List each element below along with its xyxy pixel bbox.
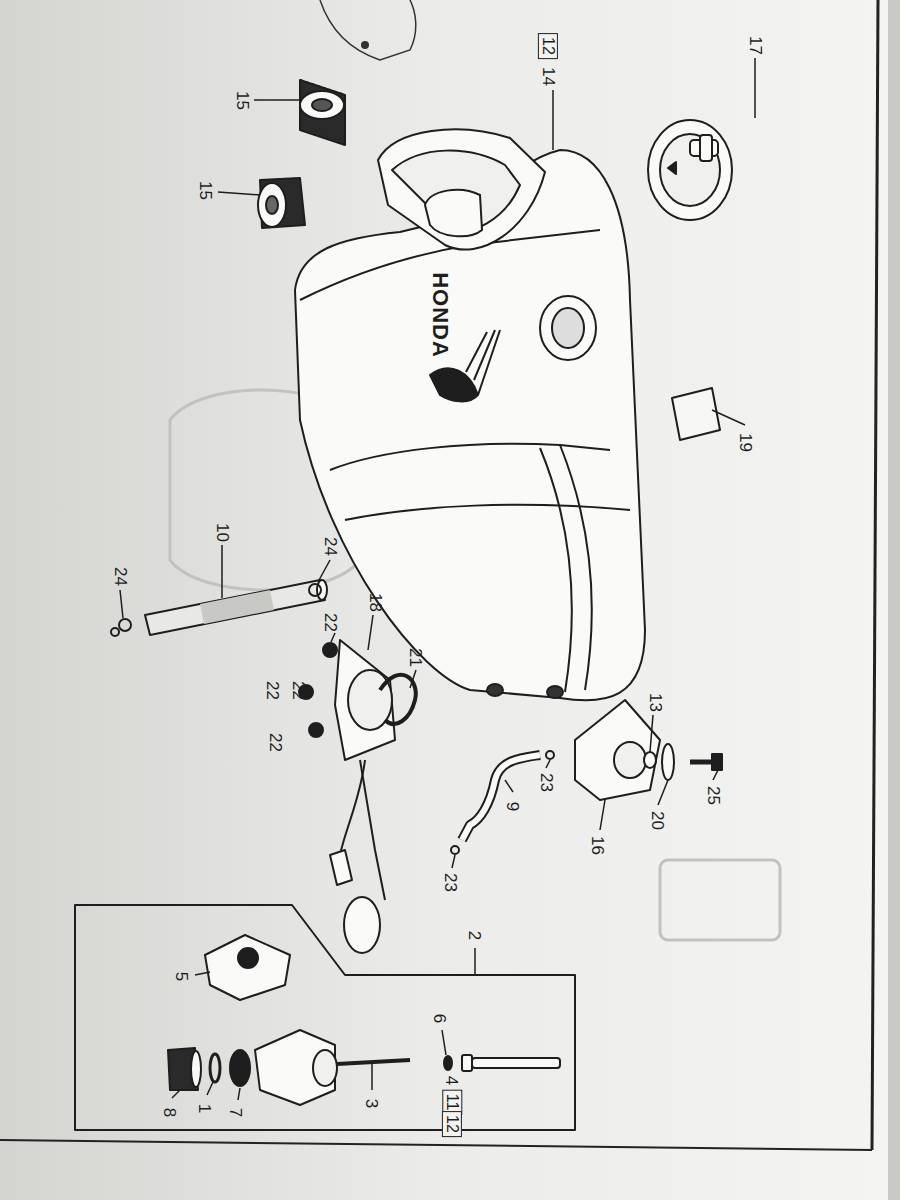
callout-number: 12 [540, 37, 557, 55]
callout-number: 16 [589, 836, 606, 855]
callout-number: 15 [234, 91, 251, 110]
callout-number: 2 [466, 931, 483, 940]
callout-number: 24 [322, 537, 339, 556]
callout-number: 21 [407, 648, 424, 667]
callout-number: 18 [367, 593, 384, 612]
callout-number: 8 [161, 1108, 178, 1117]
callout-number: 20 [649, 811, 666, 830]
callout-number: 22 [264, 681, 281, 700]
callout-number: 22 [267, 733, 284, 752]
callout-number: 22 [290, 681, 307, 700]
brand-logo-text: HONDA [429, 272, 451, 358]
callout-number: 25 [705, 786, 722, 805]
callout-number: 10 [214, 523, 231, 542]
callout-number: 6 [431, 1014, 448, 1023]
callout-number: 17 [747, 36, 764, 55]
callout-number: 12 [444, 1115, 461, 1133]
callout-number: 24 [112, 567, 129, 586]
callout-number: 15 [197, 181, 214, 200]
callout-number: 23 [538, 773, 555, 792]
callout-number: 14 [540, 67, 557, 86]
boxed-callout: 12 [538, 33, 558, 59]
callout-number: 19 [737, 433, 754, 452]
callout-number: 11 [444, 1094, 461, 1111]
callout-number: 7 [227, 1108, 244, 1117]
callout-number: 9 [504, 802, 521, 811]
boxed-callout: 12 [442, 1111, 462, 1137]
callout-number: 13 [647, 693, 664, 712]
callout-number: 3 [363, 1099, 380, 1108]
callout-number: 4 [443, 1076, 460, 1085]
callout-number: 5 [173, 972, 190, 981]
callout-number: 1 [196, 1104, 213, 1113]
callout-number: 23 [442, 873, 459, 892]
callout-number: 22 [322, 613, 339, 632]
